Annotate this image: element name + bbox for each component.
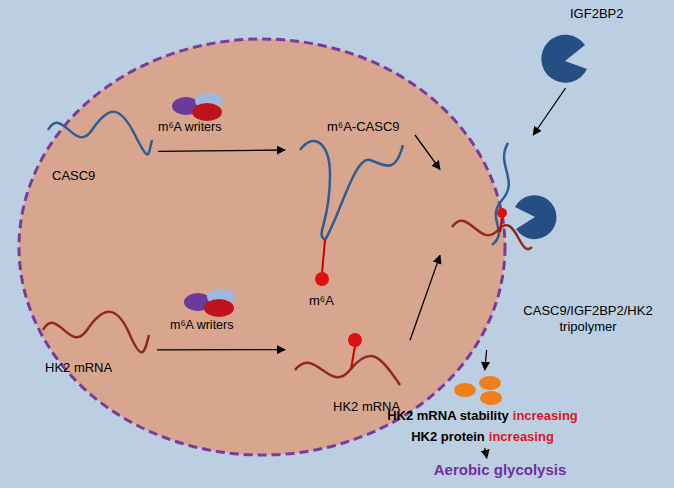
flow-arrow <box>410 255 440 340</box>
outcome-line: HK2 protein increasing <box>370 427 595 445</box>
tripolymer-complex: CASC9/IGF2BP2/HK2 tripolymer <box>440 135 662 350</box>
outcome-text: HK2 mRNA stability <box>387 408 509 423</box>
enzyme-label: m⁶A writers <box>158 120 221 134</box>
flow-arrow <box>415 135 440 169</box>
node-label: Aerobic glycolysis <box>420 461 580 480</box>
igf2bp2-protein: IGF2BP2 <box>540 3 662 88</box>
rna-hk2: HK2 mRNA <box>35 290 157 382</box>
highlight-word: increasing <box>513 408 578 423</box>
rna-protein-illustration <box>285 115 415 315</box>
node-label: IGF2BP2 <box>570 6 623 22</box>
node-label: CASC9/IGF2BP2/HK2 tripolymer <box>518 303 658 336</box>
rna-casc9: CASC9 <box>40 100 158 190</box>
highlight-word: increasing <box>489 429 554 444</box>
nucleus <box>19 39 505 455</box>
node-label: HK2 mRNA <box>45 360 112 376</box>
outcome-glycolysis: Aerobic glycolysis <box>420 458 583 484</box>
flow-arrow <box>485 350 487 370</box>
outcome-line: HK2 mRNA stability increasing <box>370 406 595 424</box>
flow-arrow <box>485 448 487 458</box>
node-label: CASC9 <box>52 168 95 184</box>
outcome-box: HK2 mRNA stabilityincreasingHK2 proteini… <box>370 370 595 448</box>
outcome-text: HK2 protein <box>411 429 485 444</box>
writer-complex-icon <box>172 93 223 121</box>
node-label: m⁶A-CASC9 <box>327 119 400 135</box>
flow-arrow <box>533 88 565 135</box>
node-label: m⁶A <box>309 293 334 309</box>
flow-arrow <box>157 349 285 350</box>
writer-complex-icon <box>184 289 235 317</box>
flow-arrow <box>158 150 285 151</box>
rna-m6a-hk2: HK2 mRNA <box>285 315 410 420</box>
rna-m6a-casc9: m⁶A-CASC9 m⁶A <box>285 115 415 315</box>
enzyme-label: m⁶A writers <box>170 318 233 332</box>
